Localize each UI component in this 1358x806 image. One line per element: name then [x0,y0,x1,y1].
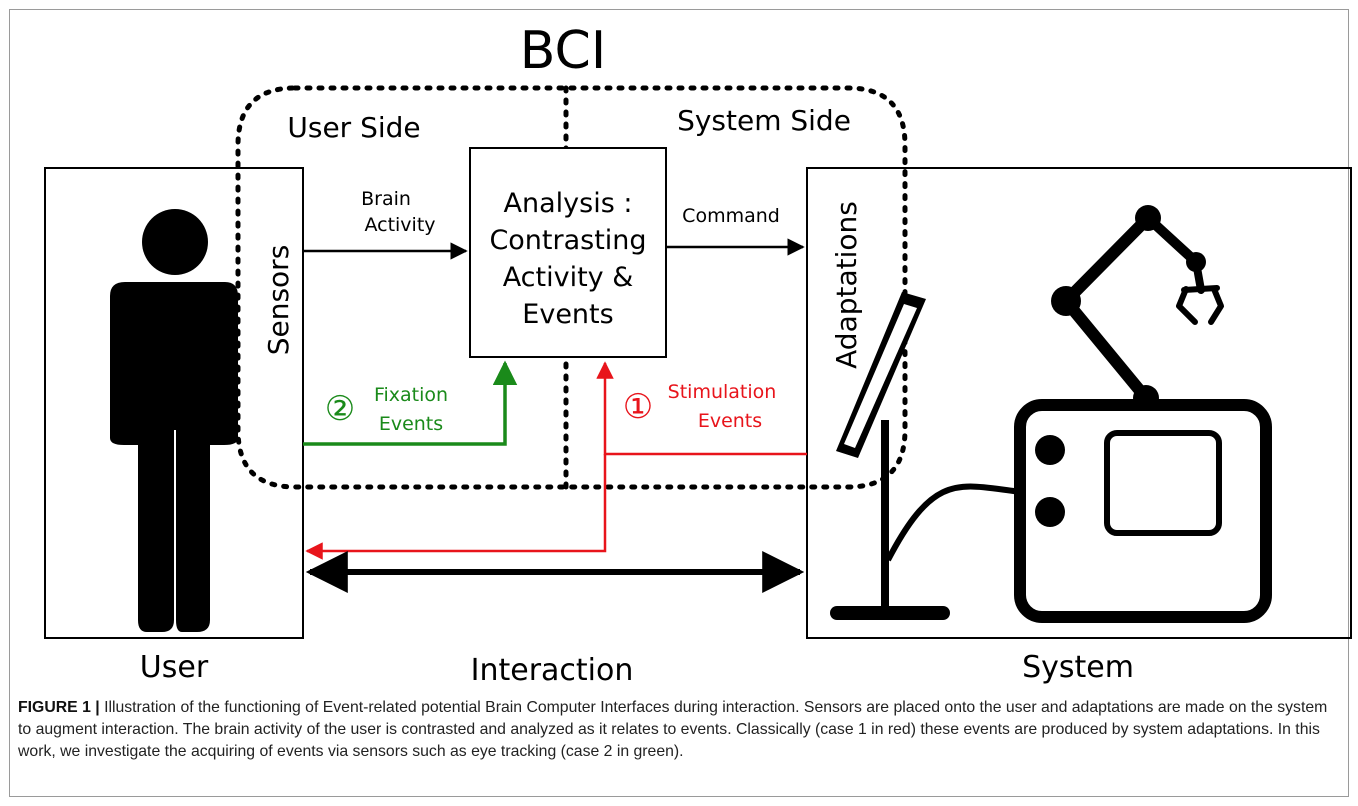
brain-activity-label-2: Activity [364,214,435,236]
system-side-label: System Side [677,104,851,137]
stimulation-to-user-arrow [305,454,607,560]
fixation-label-1: Fixation [374,384,448,406]
stimulation-marker: ① [623,387,653,427]
person-icon [110,209,238,632]
sensors-label: Sensors [262,245,295,356]
fixation-label-2: Events [379,413,443,435]
command-label: Command [682,205,780,227]
machine-icon [1014,399,1272,623]
figure-caption: FIGURE 1 | Illustration of the functioni… [18,697,1340,763]
adaptations-label: Adaptations [830,201,863,369]
user-side-label: User Side [287,111,420,144]
analysis-line-1: Analysis : [504,188,633,219]
figure-frame [9,9,1349,797]
analysis-box [469,147,667,358]
stimulation-label-2: Events [698,410,762,432]
fixation-marker: ② [325,389,355,429]
system-label: System [1022,650,1134,685]
analysis-line-3: Activity & [503,262,634,293]
user-box [44,167,304,639]
system-box [806,167,1352,639]
brain-activity-label-1: Brain [361,188,411,210]
fixation-events-arrow [303,360,518,446]
user-label: User [140,650,209,685]
interaction-label: Interaction [471,653,634,688]
robot-arm-icon [1051,205,1224,411]
screen-icon [830,292,1023,620]
analysis-line-4: Events [522,299,613,330]
stimulation-label-1: Stimulation [668,381,777,403]
bci-diagram: BCI User Side System Side Sensors User A… [44,21,1352,688]
bci-region-border [235,85,908,490]
analysis-line-2: Contrasting [489,225,646,256]
diagram-title: BCI [520,21,606,81]
caption-text: Illustration of the functioning of Event… [18,699,1328,760]
caption-label: FIGURE 1 | [18,699,100,716]
